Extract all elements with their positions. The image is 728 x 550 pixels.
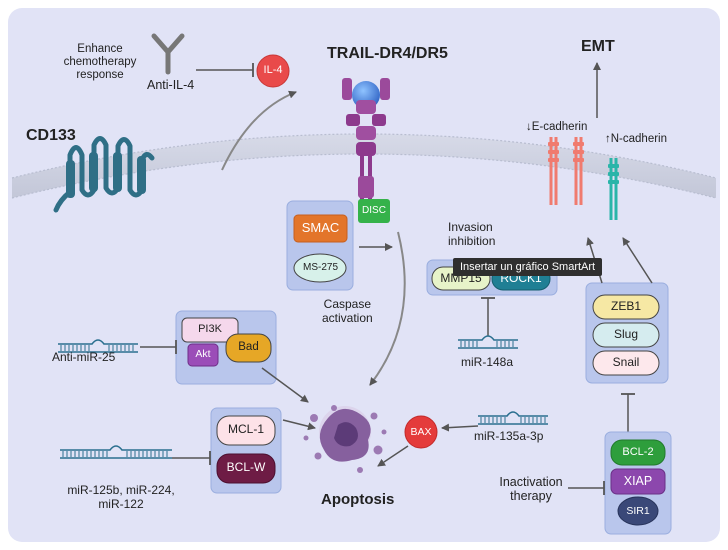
bax-to-apoptosis-arrow: [377, 445, 409, 467]
slug-label: Slug: [613, 327, 639, 341]
mcl1-pill: [216, 415, 276, 446]
invasion-label-line1: Invasion: [448, 220, 493, 234]
apoptotic-cell-icon: [303, 405, 387, 473]
e-cadherin-label: ↓E-cadherin: [526, 121, 588, 133]
pi3k-to-apoptosis-arrow: [261, 367, 309, 403]
invasion-label-line2: inhibition: [448, 233, 496, 248]
bcl2-label: BCL-2: [622, 446, 654, 458]
n-cadherin-label: ↑N-cadherin: [605, 133, 667, 145]
emt-label: EMT: [581, 38, 615, 55]
anti-mir25-label: Anti-miR-25: [52, 350, 116, 364]
trail-receptor-icon: [342, 78, 390, 200]
enhance-label-line1: Enhance: [77, 43, 123, 55]
inactivation-label: Inactivation therapy: [491, 475, 571, 504]
inactivation-label-line2: therapy: [510, 489, 552, 504]
mcl1-label: MCL-1: [227, 422, 264, 436]
bcl2-pill: [610, 439, 666, 466]
mir125-label-line2: miR-122: [98, 496, 144, 511]
il4-label: IL-4: [263, 64, 283, 76]
cd133-protein-icon: [53, 136, 155, 213]
mir125-label-line1: miR-125b, miR-224,: [67, 483, 175, 497]
bax-label: BAX: [410, 426, 432, 438]
bad-label: Bad: [238, 341, 259, 353]
zeb1-pill: [592, 294, 660, 320]
bclw-label: BCL-W: [226, 460, 266, 474]
akt-label: Akt: [195, 348, 211, 360]
xiap-box: [610, 468, 666, 495]
cd133-to-il4-arrow: [221, 90, 297, 171]
bax-circle: [404, 415, 438, 449]
slug-pill: [592, 322, 660, 348]
mcl1-to-apoptosis-arrow: [282, 419, 316, 431]
mir125-label: miR-125b, miR-224, miR-122: [56, 483, 186, 512]
trail-label: TRAIL-DR4/DR5: [327, 45, 448, 62]
mirna-hairpin: [478, 411, 548, 425]
snail-label: Snail: [612, 355, 640, 369]
smac-label: SMAC: [301, 220, 340, 235]
mirna-icon: [58, 335, 548, 459]
ms275-label: MS-275: [302, 262, 338, 273]
invasion-label: Invasion inhibition: [448, 220, 496, 249]
zeb1-label: ZEB1: [610, 299, 641, 313]
enhance-label-line3: response: [76, 69, 124, 82]
disc-to-apoptosis-arrow: [369, 231, 406, 386]
akt-box: [187, 343, 219, 367]
cd133-label: CD133: [26, 127, 76, 144]
disc-label: DISC: [362, 205, 386, 216]
mir135-to-bax-arrow: [441, 423, 479, 432]
mirna-hairpin: [58, 339, 138, 353]
caspase-label-line2: activation: [322, 310, 373, 325]
enhance-label-line2: chemotherapy: [63, 56, 137, 69]
mirna-hairpin: [60, 445, 172, 459]
caspase-label: Caspase activation: [322, 297, 373, 326]
sir1-label: SIR1: [626, 505, 650, 517]
caspase-label-line1: Caspase: [323, 297, 372, 311]
smartart-tooltip: Insertar un gráfico SmartArt: [453, 258, 603, 276]
mir148a-label: miR-148a: [461, 355, 514, 369]
enhance-label: Enhance chemotherapy response: [60, 43, 140, 83]
antibody-icon: [151, 33, 185, 75]
background-panel: [8, 8, 720, 542]
mirna-hairpin: [458, 335, 518, 349]
pi3k-box: [181, 317, 239, 343]
mir135-label: miR-135a-3p: [474, 429, 544, 443]
apoptosis-label: Apoptosis: [321, 491, 395, 508]
inactivation-label-line1: Inactivation: [499, 475, 563, 489]
snail-pill: [592, 350, 660, 376]
smac-box: [293, 214, 348, 243]
il4-circle: [256, 54, 290, 88]
zeb1-to-ncadherin-arrow: [622, 237, 653, 284]
cadherin-icon: [548, 137, 619, 220]
xiap-label: XIAP: [623, 474, 653, 488]
bad-pill: [225, 333, 272, 363]
anti-il4-label: Anti-IL-4: [147, 78, 195, 92]
sir1-ellipse: [617, 496, 659, 526]
pi3k-label: PI3K: [198, 323, 222, 335]
ms275-ellipse: [293, 253, 347, 283]
disc-box: [358, 199, 390, 223]
bclw-pill: [216, 453, 276, 484]
